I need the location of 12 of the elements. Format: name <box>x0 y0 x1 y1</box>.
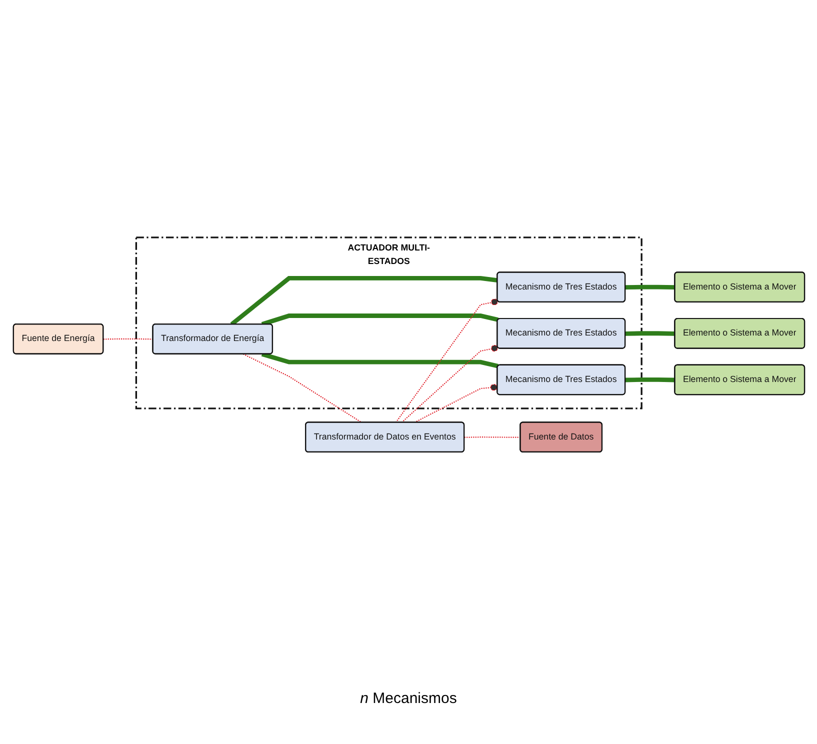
connector <box>624 285 674 290</box>
connector <box>230 276 498 326</box>
connector <box>394 298 498 424</box>
note-text: n Mecanismos <box>359 690 458 707</box>
connector <box>624 331 674 336</box>
connector <box>400 345 498 424</box>
connector <box>260 352 498 369</box>
connector <box>464 436 520 438</box>
connector <box>242 354 362 424</box>
connector <box>414 384 497 424</box>
connector <box>102 338 153 340</box>
connector <box>624 378 674 382</box>
